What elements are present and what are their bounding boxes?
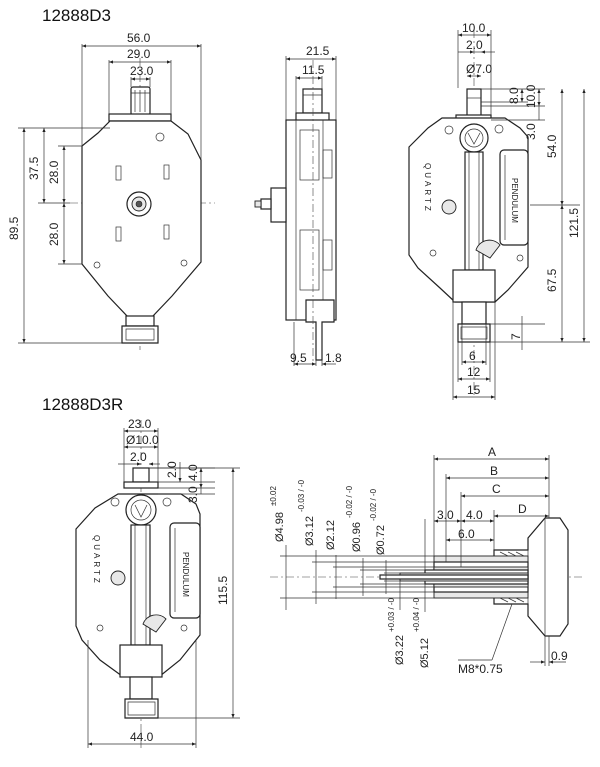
tol-0-96: -0.02 / -0: [345, 485, 354, 518]
dim-21-5: 21.5: [306, 44, 330, 58]
dim-10-v: 10.0: [524, 84, 538, 108]
dim-0-9: 0.9: [551, 649, 568, 663]
thread-m8: M8*0.75: [458, 662, 503, 676]
r-dim-23: 23.0: [128, 417, 152, 431]
dim-dia-0-72: Ø0.72: [375, 525, 387, 555]
r-dim-44: 44.0: [130, 730, 154, 744]
dim-B: B: [490, 464, 498, 478]
dim-top-2: 2.0: [466, 38, 483, 52]
dim-3-0: 3.0: [437, 508, 454, 522]
tol-0-72: -0.02 / -0: [369, 488, 378, 521]
r-view: QUARTZ PENDULUM: [75, 420, 201, 750]
r-dim-4: 4.0: [186, 464, 200, 481]
dim-37-5: 37.5: [27, 156, 41, 180]
dim-dia-0-96: Ø0.96: [351, 522, 363, 552]
r-dim-3: 3.0: [186, 486, 200, 503]
title-12888d3: 12888D3: [42, 6, 111, 25]
dim-89-5: 89.5: [7, 216, 21, 240]
r-pendulum-label: PENDULUM: [181, 552, 190, 597]
dim-dia-5-12: Ø5.12: [419, 638, 431, 668]
dim-9-5: 9.5: [290, 351, 307, 365]
tol-3-12: -0.03 / -0: [297, 479, 306, 512]
side-view-dimensions: 21.5 11.5 9.5 1.8: [285, 44, 342, 366]
r-quartz-label: QUARTZ: [92, 535, 101, 586]
dim-dia-2-12: Ø2.12: [325, 520, 337, 550]
dim-56: 56.0: [127, 31, 151, 45]
r-dim-dia-10: Ø10.0: [126, 433, 159, 447]
front-view: [70, 58, 215, 350]
title-12888d3r: 12888D3R: [42, 395, 123, 414]
shaft-dimensions: A B C D 3.0 4.0 6.0 Ø4.98 ±0.02 Ø3.12 -0…: [269, 445, 568, 676]
r-dim-115-5: 115.5: [216, 576, 230, 605]
r-dim-2: 2.0: [130, 450, 147, 464]
dim-15: 15: [467, 383, 481, 397]
dim-6-0: 6.0: [458, 527, 475, 541]
dim-29: 29.0: [127, 47, 151, 61]
dim-54: 54.0: [545, 134, 559, 158]
right-view-dimensions: 10.0 2.0 Ø7.0 8.0 10.0 3.0 54.0 121.5 67…: [452, 21, 590, 400]
dim-C: C: [492, 482, 501, 496]
dim-121-5: 121.5: [567, 208, 581, 238]
tol-3-22: +0.03 / -0: [387, 597, 396, 632]
dim-1-8: 1.8: [325, 351, 342, 365]
dim-dia-3-22: Ø3.22: [394, 635, 406, 665]
dim-dia-3-12: Ø3.12: [304, 516, 316, 546]
dim-4-0: 4.0: [466, 508, 483, 522]
r-dim-2-v: 2.0: [165, 461, 179, 478]
r-view-dimensions: 23.0 Ø10.0 2.0 2.0 4.0 3.0 115.5 44.0: [87, 417, 240, 748]
shaft-detail: [270, 517, 585, 637]
dim-top-10: 10.0: [462, 21, 486, 35]
right-view: QUARTZ PENDULUM: [408, 30, 529, 395]
dim-D: D: [518, 502, 527, 516]
dim-28-lower: 28.0: [47, 222, 61, 246]
tol-5-12: +0.04 / -0: [412, 597, 421, 632]
dim-dia-4-98: Ø4.98: [274, 512, 286, 542]
dim-A: A: [488, 445, 496, 459]
pendulum-label: PENDULUM: [510, 178, 519, 223]
side-view: [254, 60, 337, 365]
dim-6: 6: [469, 349, 476, 363]
dim-11-5: 11.5: [302, 63, 325, 77]
dim-28-upper: 28.0: [47, 160, 61, 184]
front-view-dimensions: 56.0 29.0 23.0 89.5 37.5 28.0 28.0: [7, 31, 202, 344]
dim-dia-7: Ø7.0: [466, 62, 492, 76]
dim-67-5: 67.5: [545, 268, 559, 292]
tol-4-98: ±0.02: [269, 485, 278, 506]
dim-8: 8.0: [507, 87, 521, 104]
dim-12: 12: [467, 365, 481, 379]
dim-3: 3.0: [524, 123, 538, 140]
dim-7: 7: [509, 333, 523, 340]
dim-23: 23.0: [130, 64, 154, 78]
quartz-label: QUARTZ: [423, 163, 432, 214]
